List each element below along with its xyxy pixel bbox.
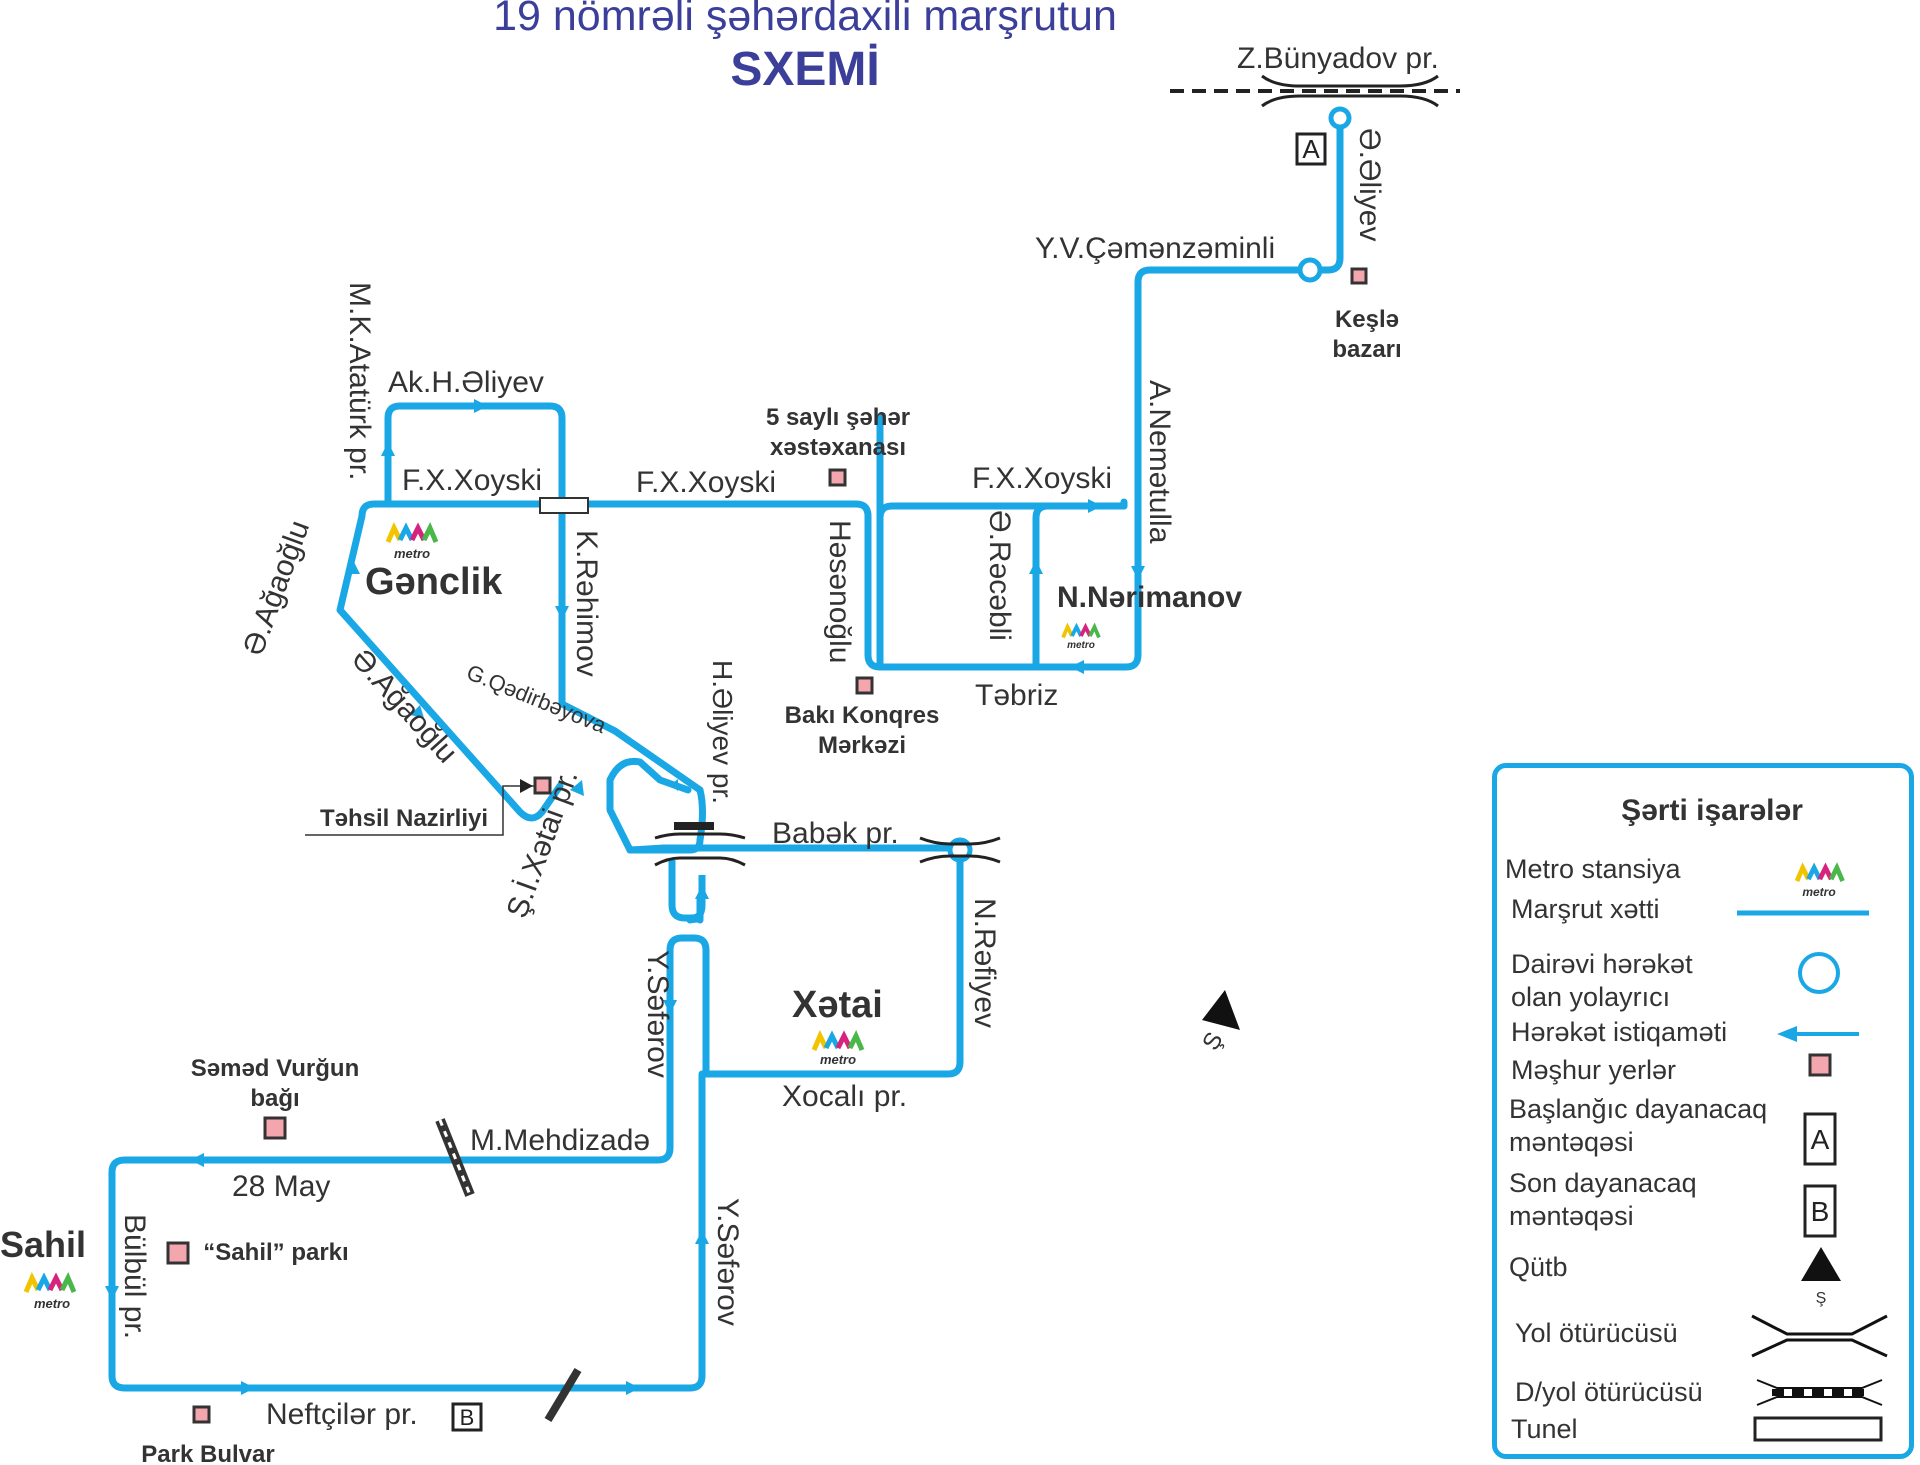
street-n-refiyev: N.Rəfiyev	[968, 898, 1001, 1028]
legend-famous: Məşhur yerlər	[1511, 1055, 1676, 1085]
street-f-x-xoyski-mid: F.X.Xoyski	[636, 466, 776, 499]
svg-text:Ş: Ş	[1816, 1290, 1827, 1307]
legend-start-1: Başlanğıc dayanacaq	[1509, 1094, 1767, 1124]
legend-circle-2: olan yolayrıcı	[1511, 982, 1670, 1012]
north-arrow-icon	[1202, 990, 1240, 1030]
street-f-x-xoyski-east: F.X.Xoyski	[972, 462, 1112, 495]
station-xetai: Xətai	[792, 984, 883, 1026]
landmark-hospital-2: xəstəxanası	[770, 434, 906, 461]
legend-title: Şərti işarələr	[1621, 794, 1803, 827]
street-e-eliyev: Ə.Əliyev	[1353, 128, 1386, 242]
end-stop-icon	[451, 1402, 483, 1432]
legend-pole-icon	[1801, 1247, 1841, 1281]
legend-tunnel-icon	[1753, 1416, 1883, 1442]
legend-landmark-icon	[1808, 1053, 1832, 1077]
legend-metro: Metro stansiya	[1505, 854, 1682, 884]
landmark-congress-1: Bakı Konqres	[785, 702, 940, 729]
street-hesenoglu: Həsənoğlu	[823, 520, 856, 663]
tunnel-icon	[539, 497, 589, 514]
rail-overpass-icon	[674, 822, 714, 830]
legend-rail-overpass-icon	[1756, 1379, 1883, 1406]
map-subtitle: SXEMİ	[730, 43, 880, 96]
metro-icon: metro	[814, 1036, 862, 1067]
street-28-may: 28 May	[232, 1170, 330, 1203]
legend-direction: Hərəkət istiqaməti	[1511, 1017, 1727, 1047]
svg-text:metro: metro	[394, 546, 430, 561]
legend-pole: Qütb	[1509, 1252, 1568, 1282]
roundabout-icon	[1328, 106, 1352, 130]
metro-icon: metro	[1061, 625, 1101, 651]
landmark-tehsil: Təhsil Nazirliyi	[320, 805, 488, 832]
legend-road-overpass-icon	[1751, 1314, 1888, 1358]
legend-rail-overpass: D/yol ötürücüsü	[1515, 1377, 1703, 1407]
rail-crossing-icon	[544, 1367, 582, 1423]
overpass-bottom	[1261, 94, 1439, 108]
street-bulbul-pr: Bülbül pr.	[118, 1214, 151, 1339]
landmark-semed-2: bağı	[250, 1085, 299, 1112]
street-xocali-pr: Xocalı pr.	[782, 1080, 907, 1113]
north-label: Ş	[1197, 1028, 1228, 1055]
svg-text:metro: metro	[1802, 885, 1835, 899]
street-a-nemetulla: A.Nemətulla	[1143, 380, 1176, 544]
svg-text:B: B	[1811, 1196, 1830, 1227]
street-tebriz: Təbriz	[975, 679, 1058, 712]
legend-roundabout-icon	[1798, 952, 1840, 994]
landmark-sahil-park: “Sahil” parkı	[203, 1239, 348, 1266]
station-n-nerimanov: N.Nərimanov	[1057, 581, 1242, 614]
svg-text:metro: metro	[34, 1296, 70, 1311]
landmark-congress-2: Mərkəzi	[818, 732, 906, 759]
svg-text:A: A	[1811, 1124, 1830, 1155]
street-ak-h-eliyev: Ak.H.Əliyev	[388, 366, 544, 399]
svg-text:metro: metro	[820, 1052, 856, 1067]
legend-start-2: məntəqəsi	[1509, 1127, 1634, 1157]
landmark-park-bulvar: Park Bulvar	[141, 1441, 274, 1465]
svg-text:metro: metro	[1067, 640, 1095, 651]
street-k-rehimov: K.Rəhimov	[570, 530, 603, 677]
legend-circle-1: Dairəvi hərəkət	[1511, 949, 1693, 979]
legend-road-overpass: Yol ötürücüsü	[1515, 1318, 1678, 1348]
roundabout-icon	[1297, 257, 1323, 283]
street-y-v-cemenzeminli: Y.V.Çəmənzəminli	[1035, 232, 1275, 265]
start-stop-icon	[1295, 132, 1327, 166]
metro-icon: metro	[388, 528, 436, 561]
station-genclik: Gənclik	[365, 561, 503, 603]
landmark-hospital-1: 5 saylı şəhər	[766, 404, 910, 431]
street-neftciler-pr: Neftçilər pr.	[266, 1398, 418, 1431]
legend-route-line: Marşrut xətti	[1511, 894, 1660, 924]
street-e-agaoglu-1: Ə.Ağaoğlu	[237, 516, 316, 660]
overpass-top	[1261, 74, 1439, 88]
end-stop-label: B	[460, 1405, 475, 1430]
direction-arrow-icon	[105, 399, 1145, 1395]
street-z-bunyadov: Z.Bünyadov pr.	[1237, 42, 1439, 75]
street-y-seferov-1: Y.Səfərov	[641, 950, 674, 1078]
map-title: 19 nömrəli şəhərdaxili marşrutun	[493, 0, 1117, 40]
legend-end-icon	[1803, 1184, 1837, 1238]
street-h-eliyev-pr: H.Əliyev pr.	[707, 660, 738, 804]
route-line	[108, 114, 1344, 1392]
landmark-kesle-2: bazarı	[1332, 336, 1401, 363]
landmark-semed-1: Səməd Vurğun	[191, 1055, 359, 1082]
station-sahil: Sahil	[0, 1224, 86, 1265]
legend-end-2: məntəqəsi	[1509, 1201, 1634, 1231]
landmark-kesle-1: Keşlə	[1335, 306, 1399, 333]
street-m-k-ataturk: M.K.Atatürk pr.	[343, 282, 376, 480]
legend-metro-icon: metro	[1797, 868, 1843, 899]
legend-tunnel: Tunel	[1511, 1414, 1578, 1444]
route-connector	[668, 860, 706, 922]
overpass-icon	[654, 832, 1001, 867]
street-f-x-xoyski-west: F.X.Xoyski	[402, 464, 542, 497]
metro-icon: metro	[26, 1278, 74, 1311]
street-y-seferov-2: Y.Səfərov	[711, 1198, 744, 1326]
legend-box: Şərti işarələr Metro stansiya Marşrut xə…	[1492, 763, 1914, 1459]
street-babek-pr: Babək pr.	[772, 817, 899, 850]
street-e-agaoglu-2: Ə.Ağaoğlu	[345, 643, 464, 770]
legend-start-icon	[1803, 1112, 1837, 1166]
leader-line	[305, 785, 535, 836]
legend-end-1: Son dayanacaq	[1509, 1168, 1697, 1198]
start-stop-label: A	[1302, 134, 1320, 164]
street-m-mehdizade: M.Mehdizadə	[470, 1124, 650, 1157]
street-e-recebli: Ə.Rəcəbli	[983, 510, 1016, 641]
